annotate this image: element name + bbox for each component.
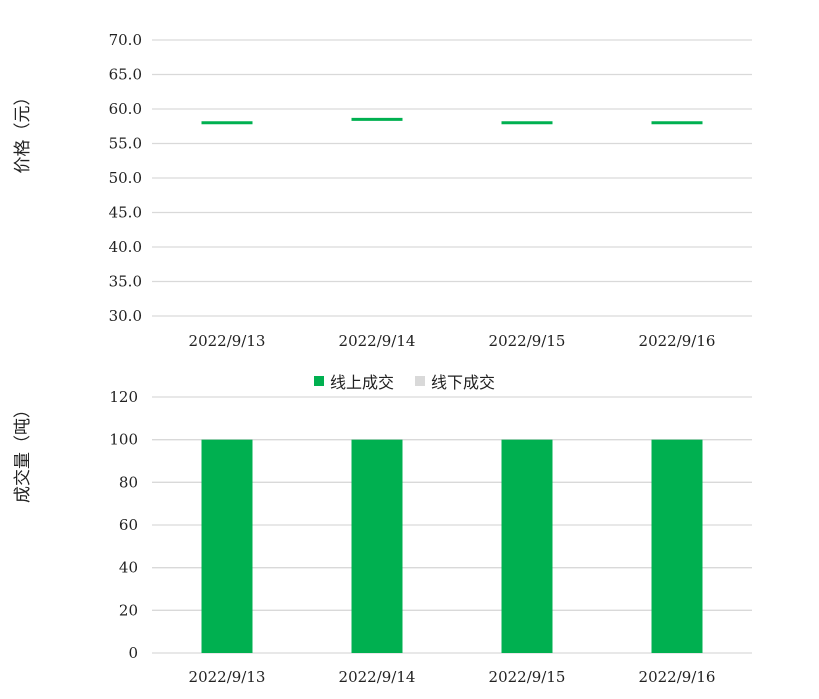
price-marks	[201, 117, 703, 125]
price-y-ticks: 70.0 65.0 60.0 55.0 50.0 45.0 40.0 35.0 30.0	[109, 31, 142, 325]
price-x-tick-label: 2022/9/16	[639, 332, 716, 350]
price-y-tick-label: 70.0	[109, 31, 142, 49]
volume-y-tick-label: 120	[109, 388, 138, 406]
volume-y-tick-label: 0	[128, 644, 138, 662]
volume-y-tick-label: 40	[119, 559, 138, 577]
legend-label-online: 线上成交	[330, 373, 394, 392]
volume-x-tick-label: 2022/9/15	[489, 668, 566, 686]
legend-label-offline: 线下成交	[431, 373, 495, 392]
volume-y-tick-label: 20	[119, 601, 138, 619]
price-gridlines	[152, 39, 752, 317]
volume-y-tick-label: 80	[119, 473, 138, 491]
price-y-tick-label: 40.0	[109, 238, 142, 256]
volume-legend: 线上成交 线下成交	[314, 373, 495, 392]
price-y-tick-label: 60.0	[109, 100, 142, 118]
volume-x-ticks: 2022/9/13 2022/9/14 2022/9/15 2022/9/16	[189, 668, 716, 686]
volume-y-tick-label: 100	[109, 431, 138, 449]
price-x-ticks: 2022/9/13 2022/9/14 2022/9/15 2022/9/16	[189, 332, 716, 350]
price-y-axis-label: 价格（元）	[13, 89, 33, 174]
price-y-tick-label: 35.0	[109, 273, 142, 291]
volume-bar	[651, 439, 703, 653]
volume-x-tick-label: 2022/9/16	[639, 668, 716, 686]
price-x-tick-label: 2022/9/14	[339, 332, 416, 350]
legend-swatch-offline	[415, 376, 425, 386]
price-y-tick-label: 50.0	[109, 169, 142, 187]
volume-bars	[201, 439, 703, 653]
volume-bar	[351, 439, 403, 653]
volume-x-tick-label: 2022/9/14	[339, 668, 416, 686]
price-y-tick-label: 30.0	[109, 307, 142, 325]
volume-bar	[201, 439, 253, 653]
volume-y-ticks: 120 100 80 60 40 20 0	[109, 388, 138, 662]
price-x-tick-label: 2022/9/15	[489, 332, 566, 350]
price-y-tick-label: 65.0	[109, 66, 142, 84]
volume-y-axis-label: 成交量（吨）	[13, 401, 33, 503]
volume-bar	[501, 439, 553, 653]
legend-swatch-online	[314, 376, 324, 386]
volume-x-tick-label: 2022/9/13	[189, 668, 266, 686]
price-y-tick-label: 45.0	[109, 204, 142, 222]
volume-y-tick-label: 60	[119, 516, 138, 534]
price-chart: 70.0 65.0 60.0 55.0 50.0 45.0 40.0 35.0 30.0 202…	[13, 31, 752, 350]
price-x-tick-label: 2022/9/13	[189, 332, 266, 350]
price-y-tick-label: 55.0	[109, 135, 142, 153]
